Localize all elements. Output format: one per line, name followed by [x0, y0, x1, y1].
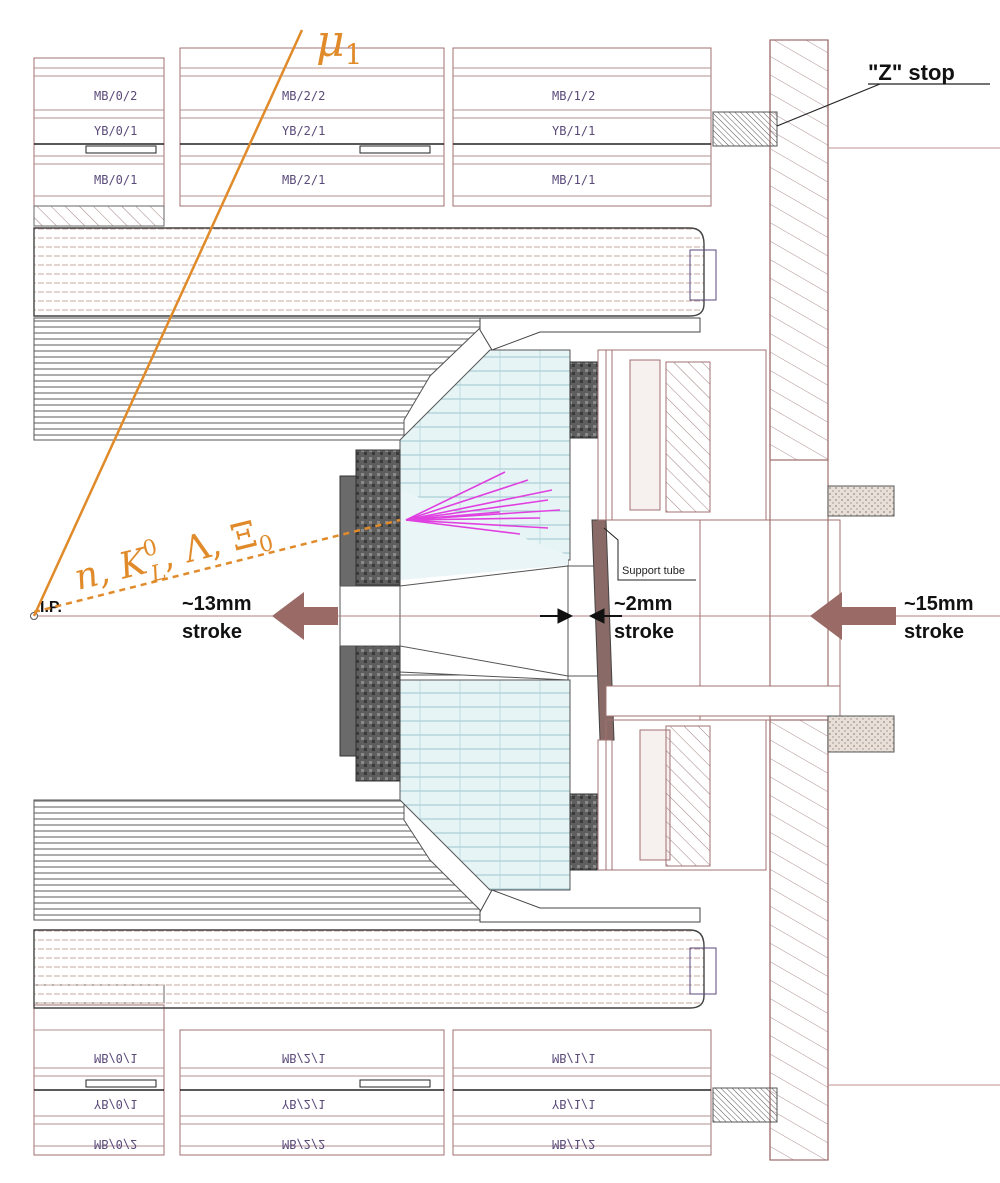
chamber-label: YB/2/1 — [282, 1097, 325, 1111]
chamber-label: MB/1/1 — [552, 1051, 595, 1065]
particles-n-K: n, K — [70, 541, 153, 599]
particles-Xi-sub: 0 — [256, 531, 276, 559]
hcal-barrel — [33, 317, 481, 921]
muon-track — [32, 29, 304, 617]
muon-subscript: 1 — [345, 38, 363, 71]
chamber-label: MB/2/1 — [282, 173, 325, 187]
chamber-label: MB/2/1 — [282, 1051, 325, 1065]
barrel-chambers-top — [33, 47, 712, 207]
particles-label: n, K0L, Λ, Ξ0 — [70, 507, 277, 605]
chamber-label: MB/2/2 — [282, 1137, 325, 1151]
support-tube — [591, 349, 615, 871]
chamber-label: YB/2/1 — [282, 124, 325, 138]
barrel-chamber-labels-bottom: MB/0/1 MB/2/1 MB/1/1 YB/0/1 YB/2/1 YB/1/… — [94, 1051, 595, 1151]
hcal-endcap-structure — [605, 349, 841, 871]
stroke-arrows — [272, 592, 896, 640]
stroke-left-value: ~13mm — [182, 593, 252, 615]
hadronic-shower — [405, 471, 561, 535]
barrel-chambers-bottom — [33, 1004, 712, 1156]
chamber-label: MB/1/1 — [552, 173, 595, 187]
arrow-mid-pair-icon — [540, 608, 622, 624]
chamber-label: MB/2/2 — [282, 89, 325, 103]
support-tube-callout: Support tube — [603, 527, 696, 581]
muon-label: μ1 — [316, 16, 362, 71]
muon-symbol: μ — [316, 16, 345, 67]
chamber-label: YB/0/1 — [94, 1097, 137, 1111]
chamber-label: YB/1/1 — [552, 1097, 595, 1111]
stroke-left-word: stroke — [182, 621, 242, 643]
chamber-label: MB/0/1 — [94, 1051, 137, 1065]
yoke-wall — [769, 39, 1000, 1161]
z-stop-label: "Z" stop — [868, 60, 955, 85]
particles-K-sub: L — [148, 560, 169, 588]
stroke-mid-word: stroke — [614, 621, 674, 643]
chamber-label: MB/1/2 — [552, 89, 595, 103]
barrel-chamber-labels-top: MB/0/2 MB/2/2 MB/1/2 YB/0/1 YB/2/1 YB/1/… — [94, 89, 595, 187]
arrow-right-icon — [810, 592, 896, 640]
chamber-label: MB/0/2 — [94, 1137, 137, 1151]
hatched-strip-top — [33, 205, 165, 227]
ip-label: I.P. — [40, 599, 62, 616]
arrow-left-icon — [272, 592, 338, 640]
chamber-label: MB/1/2 — [552, 1137, 595, 1151]
chamber-label: MB/0/1 — [94, 173, 137, 187]
stroke-mid-value: ~2mm — [614, 593, 672, 615]
chamber-label: YB/1/1 — [552, 124, 595, 138]
z-stop-blocks — [712, 83, 990, 1123]
neutral-track — [33, 518, 401, 614]
particles-K-sup: 0 — [140, 535, 160, 563]
chamber-label: MB/0/2 — [94, 89, 137, 103]
plug-right-top — [827, 485, 895, 517]
stroke-right-value: ~15mm — [904, 593, 974, 615]
chamber-label: YB/0/1 — [94, 124, 137, 138]
stroke-right-word: stroke — [904, 621, 964, 643]
support-tube-label: Support tube — [622, 565, 685, 577]
plug-right-bottom — [827, 715, 895, 753]
